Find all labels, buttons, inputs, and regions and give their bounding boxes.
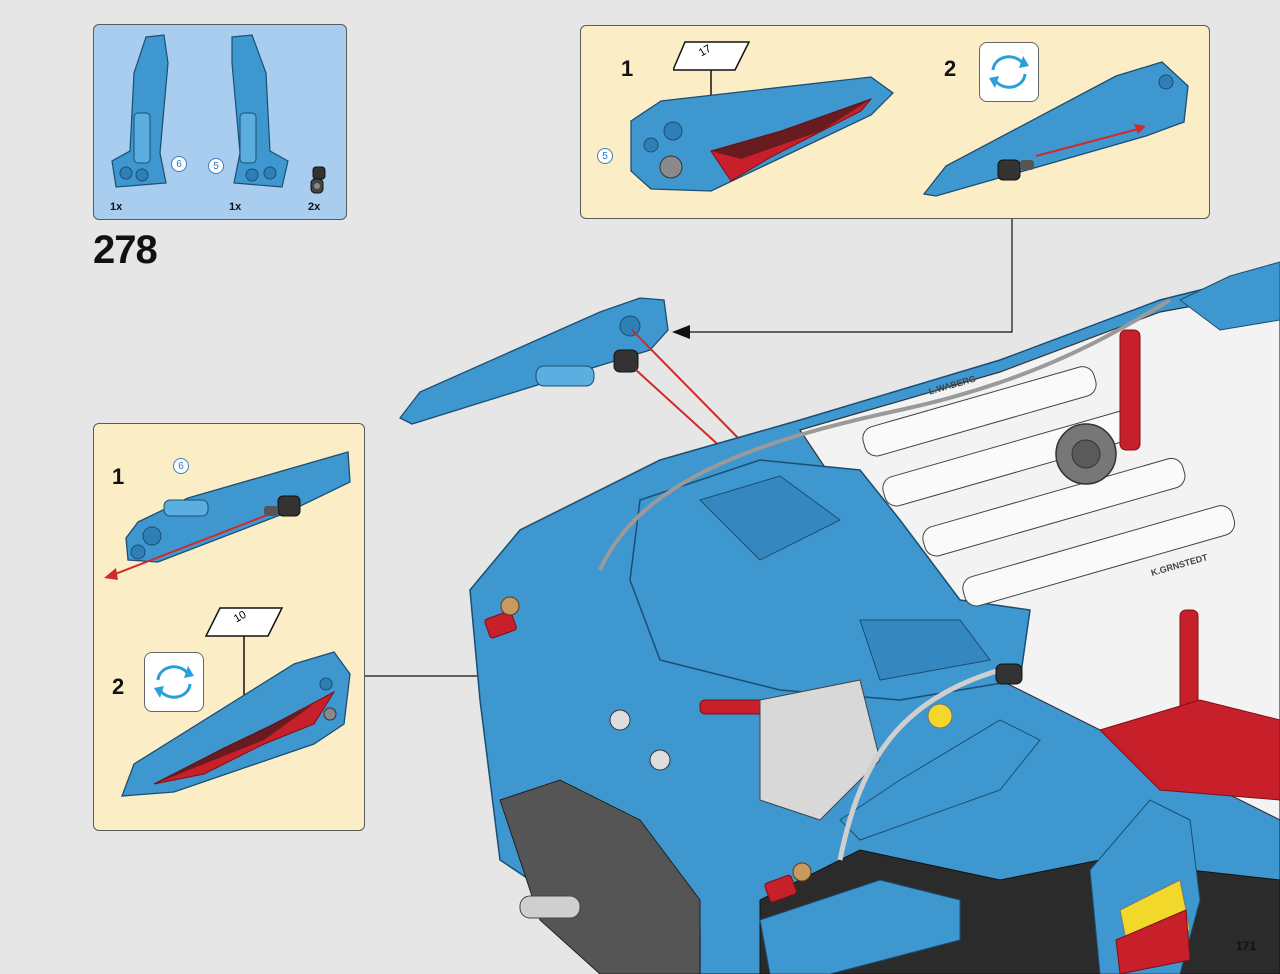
sub-step-number: 2	[944, 56, 957, 81]
sub-assembly-panel-left: 1 2 6 10	[93, 423, 365, 831]
panel-with-sticker-icon	[121, 651, 351, 797]
part-callout: 5	[208, 158, 224, 174]
parts-list-panel: 6 1x 5 1x 2x	[93, 24, 347, 220]
panel-part-left-icon	[111, 34, 169, 188]
part-callout: 6	[171, 156, 187, 172]
sub-step-number: 2	[112, 674, 125, 699]
part-quantity: 2x	[308, 201, 321, 213]
panel-rotated-icon	[922, 61, 1189, 197]
rotate-icon	[979, 42, 1039, 102]
sub-assembly-panel-top: 1 2 17 5	[580, 25, 1210, 219]
panel-with-sticker-icon	[630, 76, 894, 192]
part-callout: 5	[597, 148, 613, 164]
page-number: 171	[1236, 939, 1257, 953]
part-quantity: 1x	[110, 201, 123, 213]
panel-insert-pin-icon	[104, 451, 351, 580]
panel-part-right-icon	[231, 34, 289, 188]
pin-connector-part-icon	[310, 166, 326, 194]
rotate-icon	[144, 652, 204, 712]
part-callout: 6	[173, 458, 189, 474]
step-number: 278	[93, 228, 158, 272]
sub-step-number: 1	[621, 56, 634, 81]
part-quantity: 1x	[229, 201, 242, 213]
sub-step-number: 1	[112, 464, 125, 489]
